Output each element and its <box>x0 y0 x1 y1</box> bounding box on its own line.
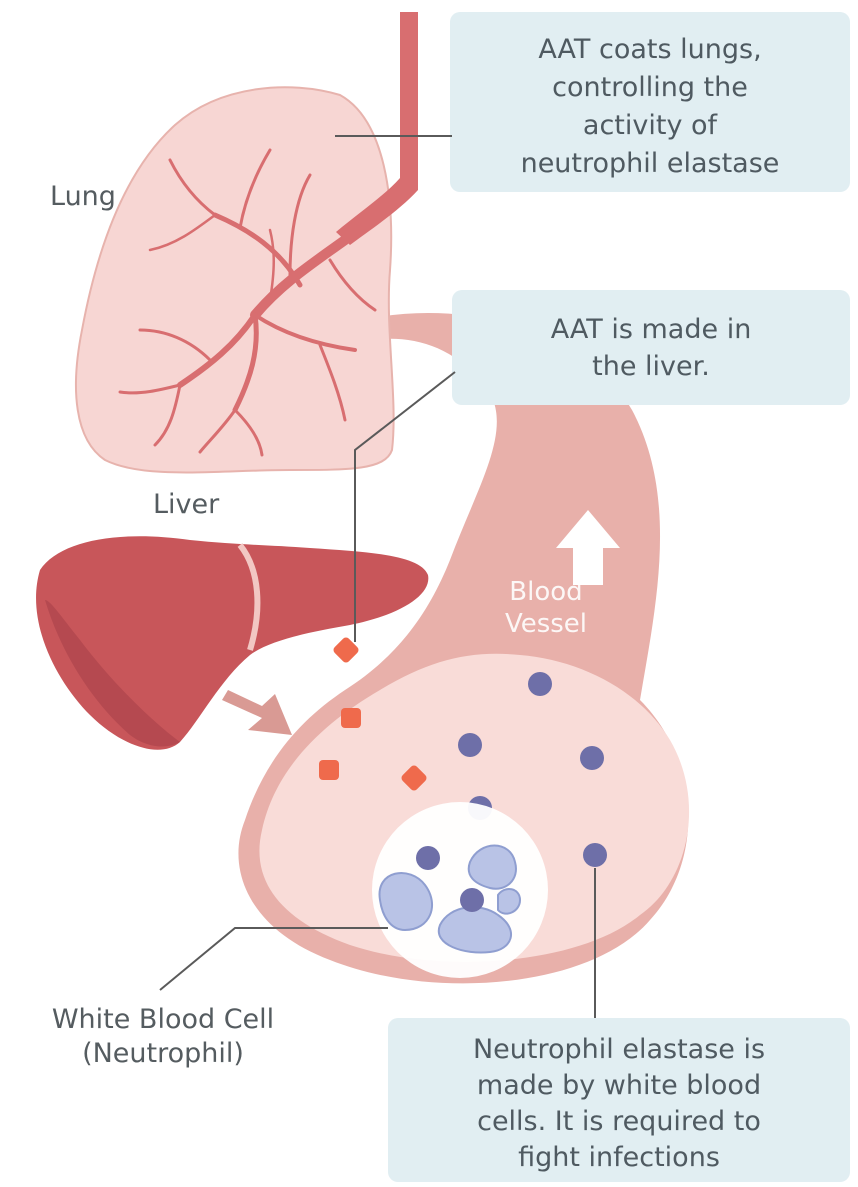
right-down-arrow-icon <box>222 690 292 735</box>
callout-elastase-line-1: Neutrophil elastase is <box>473 1034 765 1065</box>
callout-lungs: AAT coats lungs, controlling the activit… <box>450 12 850 192</box>
callout-lungs-line-2: controlling the <box>552 72 748 103</box>
blood-cell <box>580 746 604 770</box>
label-white-blood-cell-line-2: (Neutrophil) <box>82 1038 244 1069</box>
label-liver: Liver <box>153 489 220 520</box>
aat-protein <box>319 760 339 780</box>
label-blood-vessel-line-2: Vessel <box>505 609 587 639</box>
callout-lungs-line-3: activity of <box>583 110 719 141</box>
callout-elastase-line-3: cells. It is required to <box>477 1106 761 1137</box>
callout-lungs-line-4: neutrophil elastase <box>521 148 780 179</box>
label-lung: Lung <box>50 181 116 212</box>
aat-protein <box>341 708 361 728</box>
blood-cell <box>528 672 552 696</box>
callout-elastase-line-2: made by white blood <box>477 1070 761 1101</box>
blood-cell <box>583 843 607 867</box>
callout-elastase-line-4: fight infections <box>518 1142 720 1173</box>
blood-cell <box>458 733 482 757</box>
callout-lungs-line-1: AAT coats lungs, <box>538 34 761 65</box>
callout-liver-line-2: the liver. <box>592 351 710 382</box>
lung-shape <box>76 87 394 472</box>
lung <box>76 12 418 473</box>
callout-liver: AAT is made in the liver. <box>452 290 850 405</box>
callout-liver-line-1: AAT is made in <box>551 314 752 345</box>
neutrophil-icon <box>372 802 548 978</box>
label-white-blood-cell-line-1: White Blood Cell <box>52 1004 274 1035</box>
label-blood-vessel-line-1: Blood <box>509 577 582 607</box>
callout-elastase: Neutrophil elastase is made by white blo… <box>388 1018 850 1182</box>
